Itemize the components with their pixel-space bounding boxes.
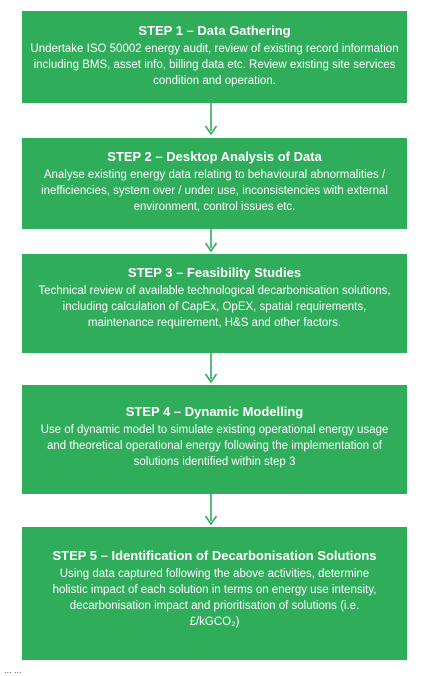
step-5-box: STEP 5 – Identification of Decarbonisati… (22, 527, 407, 660)
step-1-description: Undertake ISO 50002 energy audit, review… (30, 43, 399, 87)
step-2-box: STEP 2 – Desktop Analysis of Data Analys… (22, 138, 407, 229)
step-5-title: STEP 5 – Identification of Decarbonisati… (52, 548, 377, 563)
step-4-description: Use of dynamic model to simulate existin… (40, 424, 389, 468)
step-2-title: STEP 2 – Desktop Analysis of Data (107, 149, 322, 164)
step-1-box: STEP 1 – Data Gathering Undertake ISO 50… (22, 11, 407, 103)
step-1-title: STEP 1 – Data Gathering (138, 23, 291, 38)
step-3-box: STEP 3 – Feasibility Studies Technical r… (22, 254, 407, 353)
arrow-4-to-5 (204, 494, 218, 527)
step-2-description: Analyse existing energy data relating to… (41, 169, 388, 213)
step-4-box: STEP 4 – Dynamic Modelling Use of dynami… (22, 385, 407, 494)
step-5-description: Using data captured following the above … (52, 568, 377, 628)
step-4-title: STEP 4 – Dynamic Modelling (125, 404, 304, 419)
step-3-title: STEP 3 – Feasibility Studies (127, 265, 302, 280)
cropped-footer-text: ... ... (4, 665, 22, 675)
arrow-1-to-2 (204, 103, 218, 138)
arrow-2-to-3 (204, 229, 218, 254)
arrow-3-to-4 (204, 353, 218, 385)
step-3-description: Technical review of available technologi… (38, 285, 391, 329)
